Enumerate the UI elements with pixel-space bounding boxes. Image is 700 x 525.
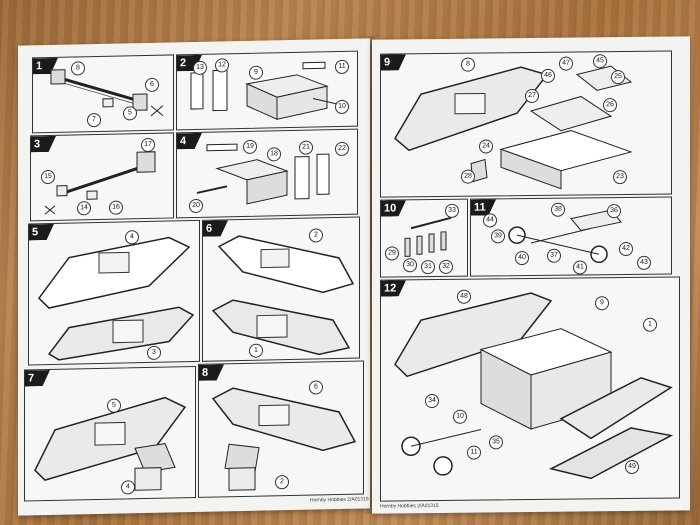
step-6-drawing bbox=[211, 235, 355, 356]
step-3-drawing bbox=[44, 151, 156, 215]
part-callout: 24 bbox=[479, 139, 493, 154]
step-8-drawing bbox=[211, 387, 357, 491]
part-callout: 38 bbox=[551, 202, 565, 217]
instruction-sheet-right: 9 8 47 45 25 46 27 26 24 28 23 10 33 bbox=[372, 36, 690, 514]
part-callout: 46 bbox=[541, 68, 555, 83]
part-callout: 32 bbox=[439, 259, 453, 274]
part-callout: 40 bbox=[515, 251, 529, 266]
step-5-panel: 5 4 3 bbox=[28, 219, 200, 366]
part-callout: 36 bbox=[607, 204, 621, 219]
footer-code: Hornby Hobbies 2/A01315 bbox=[310, 496, 369, 504]
step-2-panel: 2 13 12 9 11 10 bbox=[176, 50, 358, 131]
step-4-drawing bbox=[196, 143, 330, 205]
step-5-drawing bbox=[38, 236, 195, 361]
part-callout: 31 bbox=[421, 260, 435, 275]
part-callout: 29 bbox=[385, 246, 399, 261]
step-3-panel: 3 17 15 14 16 bbox=[30, 132, 174, 222]
part-callout: 41 bbox=[573, 260, 587, 275]
part-callout: 30 bbox=[403, 258, 417, 273]
step-10-drawing bbox=[404, 216, 452, 257]
step-8-panel: 8 6 2 bbox=[198, 360, 364, 498]
step-10-panel: 10 33 29 30 31 32 bbox=[380, 198, 468, 278]
part-callout: 43 bbox=[637, 255, 651, 270]
part-callout: 9 bbox=[595, 296, 609, 311]
part-callout: 44 bbox=[483, 213, 497, 228]
part-callout: 45 bbox=[593, 54, 607, 69]
part-callout: 23 bbox=[613, 169, 627, 185]
part-callout: 11 bbox=[467, 445, 481, 460]
page-fold bbox=[366, 36, 376, 514]
part-callout: 8 bbox=[461, 57, 475, 72]
step-12-drawing bbox=[394, 292, 674, 480]
step-4-panel: 4 19 18 21 22 20 bbox=[176, 128, 358, 219]
step-9-panel: 9 8 47 45 25 46 27 26 24 28 23 bbox=[380, 50, 672, 198]
part-callout: 39 bbox=[491, 229, 505, 244]
step-12-panel: 12 48 9 1 34 10 35 11 49 bbox=[380, 276, 680, 502]
part-callout: 1 bbox=[643, 317, 657, 332]
part-callout: 10 bbox=[453, 409, 467, 424]
step-7-panel: 7 5 4 bbox=[24, 365, 196, 502]
footer-code: Hornby Hobbies 2/A01315 bbox=[380, 502, 439, 510]
step-1-drawing bbox=[50, 69, 164, 117]
step-7-drawing bbox=[34, 396, 187, 491]
part-callout: 27 bbox=[525, 88, 539, 104]
instruction-sheet-left: 1 8 6 7 5 2 13 12 9 11 10 bbox=[18, 38, 370, 516]
step-9-drawing bbox=[394, 65, 633, 190]
part-callout: 49 bbox=[625, 459, 639, 475]
part-callout: 37 bbox=[547, 248, 561, 263]
part-callout: 47 bbox=[559, 56, 573, 71]
step-1-panel: 1 8 6 7 5 bbox=[32, 54, 174, 134]
part-callout: 28 bbox=[461, 169, 475, 184]
step-11-panel: 11 38 44 36 39 40 37 41 42 43 bbox=[470, 196, 672, 277]
part-callout: 26 bbox=[603, 98, 617, 113]
part-callout: 35 bbox=[489, 435, 503, 450]
part-callout: 34 bbox=[425, 393, 439, 409]
part-callout: 33 bbox=[445, 203, 459, 218]
part-callout: 42 bbox=[619, 241, 633, 257]
part-callout: 25 bbox=[611, 70, 625, 85]
part-callout: 48 bbox=[457, 289, 471, 304]
step-6-panel: 6 2 1 bbox=[202, 216, 360, 362]
